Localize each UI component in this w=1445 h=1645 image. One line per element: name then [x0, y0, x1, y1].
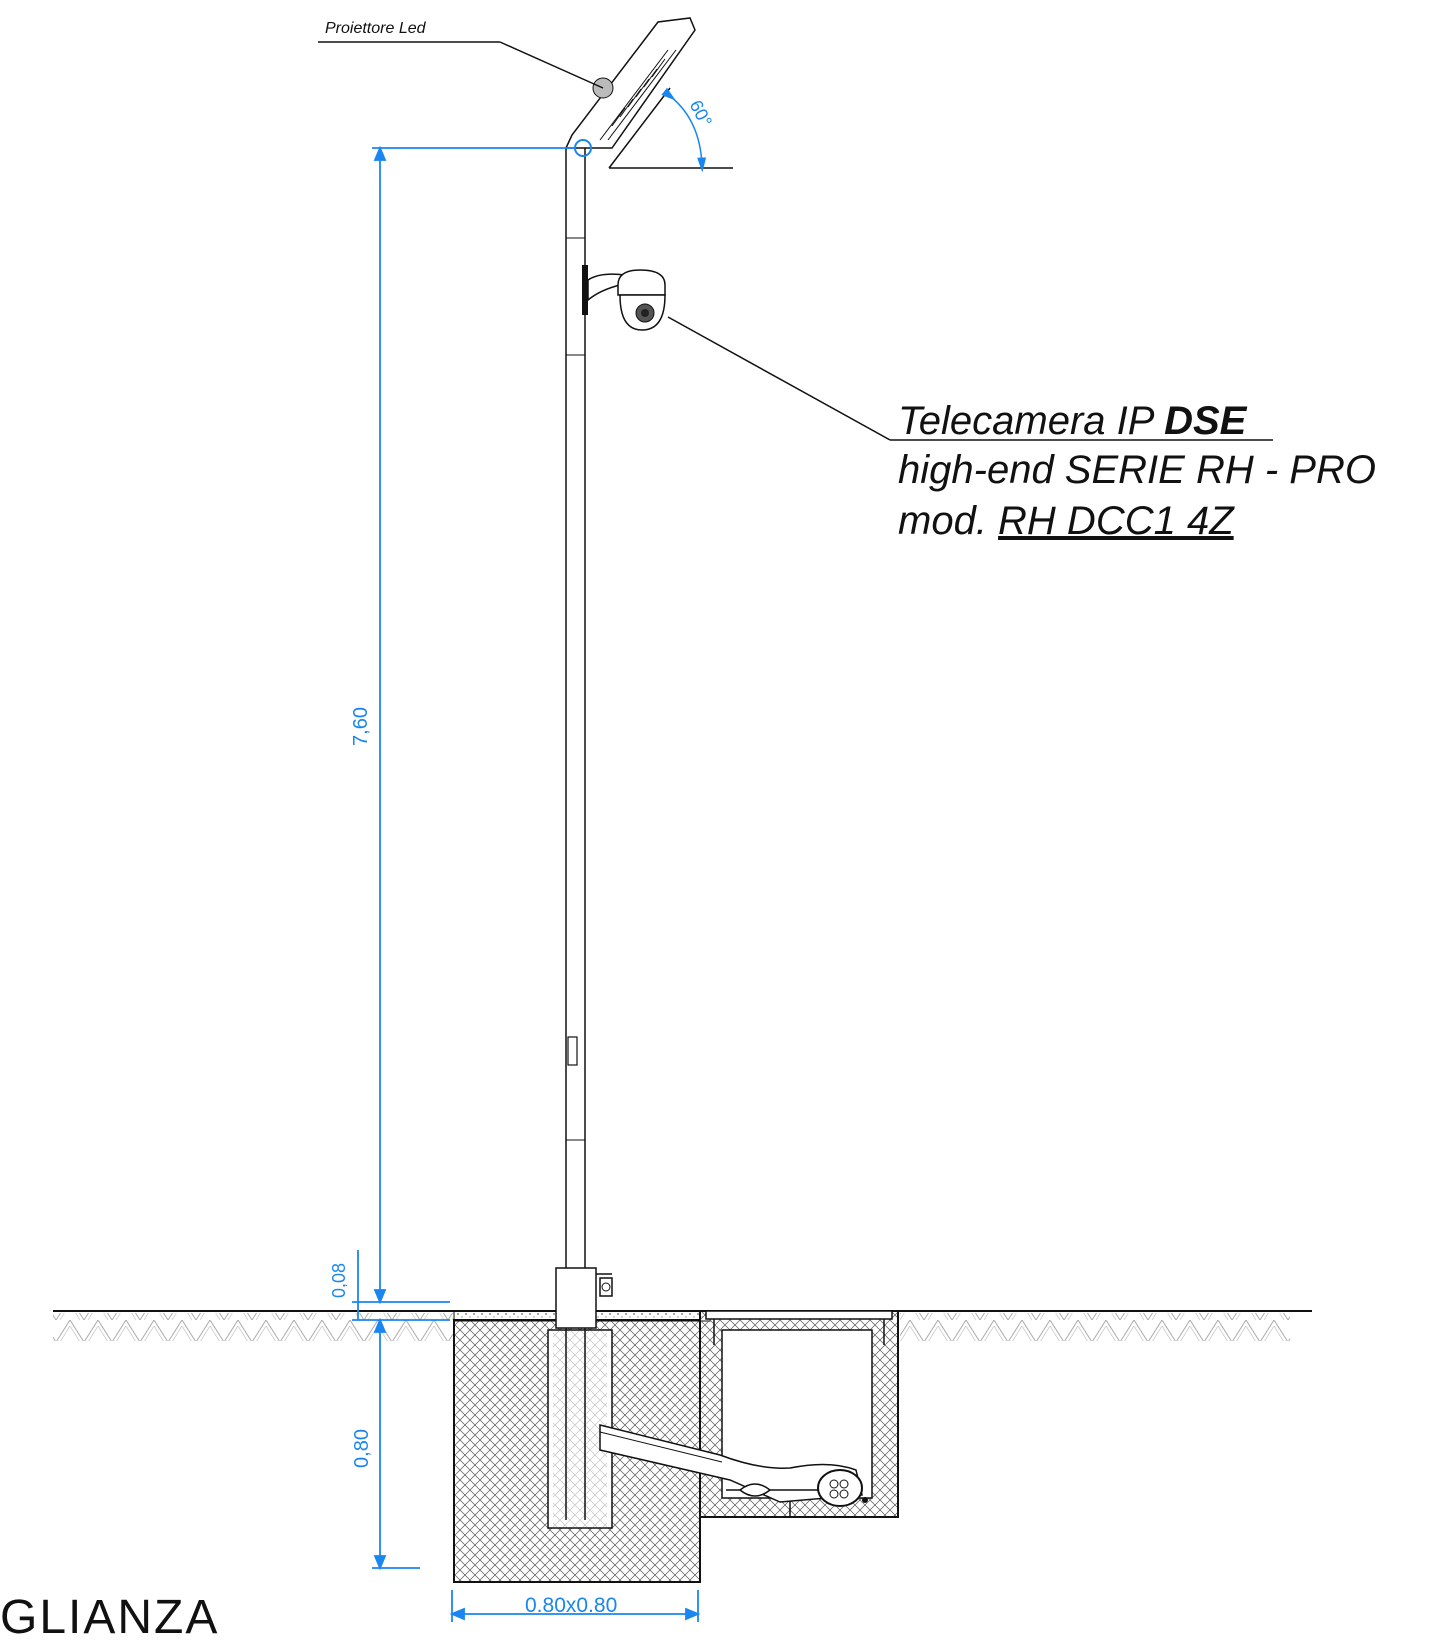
ground: [53, 1310, 1312, 1341]
camera-label-line3: mod. RH DCC1 4Z: [898, 498, 1234, 544]
camera-model-prefix: mod.: [898, 499, 999, 543]
foundation-depth-dimension: 0,80: [350, 1429, 373, 1468]
tilt-angle-text: 60°: [686, 97, 716, 130]
camera-brand: DSE: [1164, 399, 1247, 443]
camera-model: RH DCC1 4Z: [998, 499, 1234, 543]
camera-label-line2: high-end SERIE RH - PRO: [898, 448, 1376, 492]
foundation-base-dimension: 0.80x0.80: [525, 1594, 618, 1617]
dome-camera: [582, 265, 1273, 441]
pole-height-dimension: 7,60: [349, 707, 372, 746]
above-ground-dimension: 0,08: [329, 1262, 350, 1299]
camera-label-line1: Telecamera IP DSE: [898, 398, 1246, 444]
dimension-lines: [352, 145, 701, 1622]
inspection-pit: [599, 1310, 899, 1518]
led-projector: [318, 17, 733, 173]
pole: [555, 148, 613, 1520]
camera-label-prefix: Telecamera IP: [898, 399, 1165, 443]
footer-partial-title: GLIANZA: [0, 1591, 220, 1644]
led-projector-label: Proiettore Led: [325, 20, 426, 37]
